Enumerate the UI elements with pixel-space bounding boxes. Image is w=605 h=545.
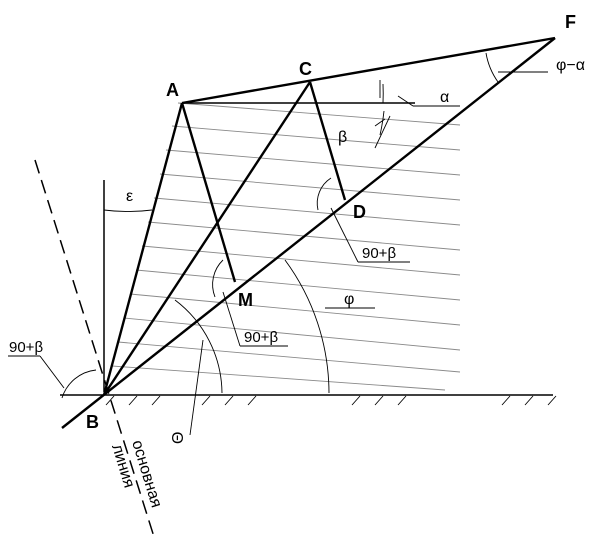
angle-label-90-beta-m: 90+β: [244, 329, 278, 346]
angle-label-phi-minus-alpha: φ−α: [556, 57, 585, 74]
base-line-dashed: [34, 159, 156, 541]
ground-hatch-marks: [105, 395, 557, 406]
angle-label-beta: β: [338, 129, 347, 146]
label-leaders: [8, 71, 548, 436]
point-label-a: A: [166, 80, 179, 100]
backfill-surface-af: [181, 36, 556, 105]
angle-label-phi: φ: [344, 291, 354, 308]
point-label-f: F: [565, 12, 576, 32]
line-am: [180, 102, 237, 283]
wall-face-ab: [102, 102, 184, 396]
natural-slope-line: [61, 37, 556, 429]
point-label-c: C: [299, 59, 312, 79]
line-bc: [102, 81, 312, 396]
point-label-b: B: [86, 412, 99, 432]
point-label-m: M: [238, 290, 253, 310]
angle-label-90-beta-left: 90+β: [9, 339, 43, 356]
angle-label-90-beta-d: 90+β: [362, 245, 396, 262]
point-label-d: D: [353, 202, 366, 222]
angle-label-epsilon: ε: [126, 188, 133, 205]
angle-arcs: [61, 52, 499, 399]
line-cd: [308, 81, 347, 201]
angle-label-theta: Θ: [170, 432, 187, 444]
angle-label-alpha: α: [440, 89, 449, 106]
